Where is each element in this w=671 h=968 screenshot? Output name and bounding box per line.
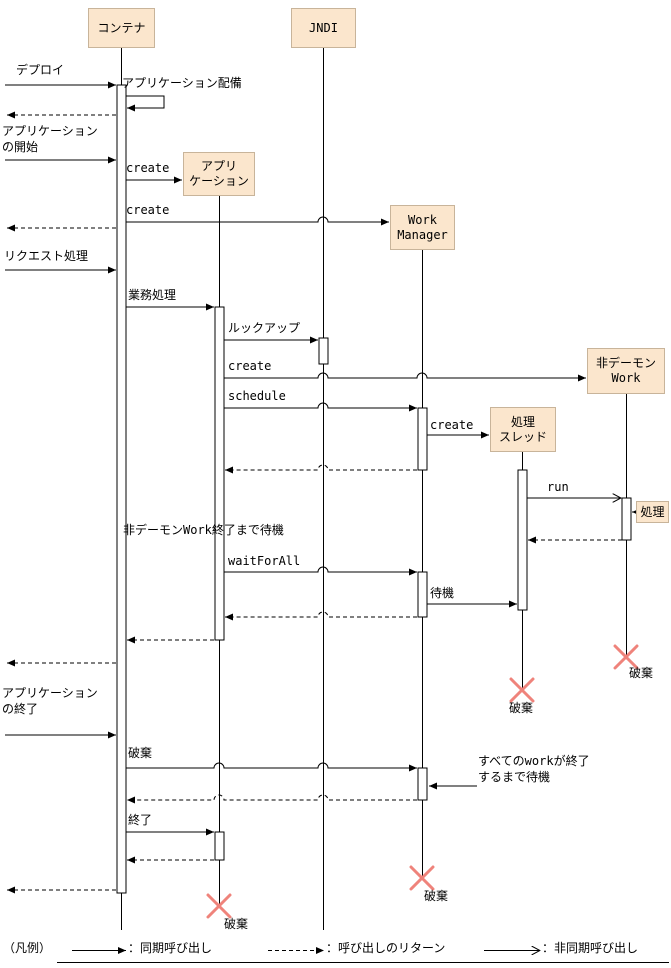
- participant-work-manager: Work Manager: [390, 205, 455, 250]
- participant-worker-thread: 処理 スレッド: [490, 407, 556, 452]
- legend-return-label: ：呼び出しのリターン: [326, 941, 446, 955]
- activation-worker-thread: [517, 469, 528, 611]
- label-app-start: アプリケーション の開始: [2, 124, 98, 154]
- return-schedule: [225, 464, 417, 474]
- activation-application-2: [214, 831, 225, 861]
- legend-arrows: [57, 951, 669, 963]
- activation-nondaemon-work: [621, 497, 632, 541]
- arrow-schedule: [224, 402, 417, 412]
- activation-work-manager-2: [417, 571, 428, 618]
- label-business: 業務処理: [128, 288, 177, 302]
- label-end-msg: 終了: [128, 813, 153, 827]
- label-app-deploy: アプリケーション配備: [122, 76, 242, 90]
- arrow-create-nondaemon-work: [224, 372, 586, 382]
- label-schedule: schedule: [228, 389, 286, 403]
- label-destroy-worker-thread: 破棄: [509, 701, 534, 715]
- activation-jndi: [318, 337, 329, 365]
- label-destroy-nondaemon-work: 破棄: [629, 666, 654, 680]
- arrow-self-deploy-app: [126, 95, 165, 112]
- label-request: リクエスト処理: [4, 249, 89, 263]
- destroy-x-worker-thread: [509, 677, 535, 703]
- label-destroy-application: 破棄: [224, 917, 249, 931]
- return-destroy: [127, 794, 417, 804]
- destroy-x-work-manager: [409, 865, 435, 891]
- participant-jndi: JNDI: [291, 8, 356, 48]
- activation-application-1: [214, 306, 225, 641]
- participant-nondaemon-work: 非デーモン Work: [587, 348, 665, 394]
- label-destroy-work-manager: 破棄: [424, 889, 449, 903]
- label-app-end: アプリケーション の終了: [2, 686, 98, 716]
- participant-process: 処理: [636, 501, 669, 523]
- arrow-wait-for-all: [224, 566, 417, 576]
- label-wait: 待機: [430, 586, 455, 600]
- arrow-destroy-work-manager: [126, 762, 417, 772]
- label-create-wm: create: [126, 203, 170, 217]
- label-create-thread: create: [430, 418, 474, 432]
- destroy-x-nondaemon-work: [613, 644, 639, 670]
- return-wait-for-all: [225, 611, 417, 621]
- legend-async-label: ：非同期呼び出し: [542, 941, 639, 955]
- label-wait-note: 非デーモンWork終了まで待機: [123, 523, 284, 537]
- activation-container: [116, 84, 127, 894]
- destroy-x-application: [206, 893, 232, 919]
- arrow-create-work-manager: [126, 216, 389, 226]
- participant-container: コンテナ: [88, 8, 155, 48]
- label-create-work: create: [228, 359, 272, 373]
- label-create-app: create: [126, 161, 170, 175]
- label-lookup: ルックアップ: [228, 321, 301, 335]
- label-all-work-note: すべてのworkが終了 するまで待機: [478, 754, 590, 784]
- label-destroy-msg: 破棄: [128, 746, 153, 760]
- label-wait-for-all: waitForAll: [228, 554, 301, 568]
- participant-application: アプリ ケーション: [183, 152, 255, 196]
- legend-title: （凡例）: [3, 941, 52, 955]
- activation-work-manager-3: [417, 767, 428, 801]
- return-arrows: [7, 111, 622, 894]
- label-run: run: [547, 480, 569, 494]
- destroy-marks: [206, 644, 639, 919]
- activation-work-manager-1: [417, 407, 428, 471]
- label-deploy: デプロイ: [16, 63, 65, 77]
- legend-sync-label: ：同期呼び出し: [128, 941, 213, 955]
- sync-arrows: [5, 81, 640, 836]
- activation-bars: [116, 84, 632, 894]
